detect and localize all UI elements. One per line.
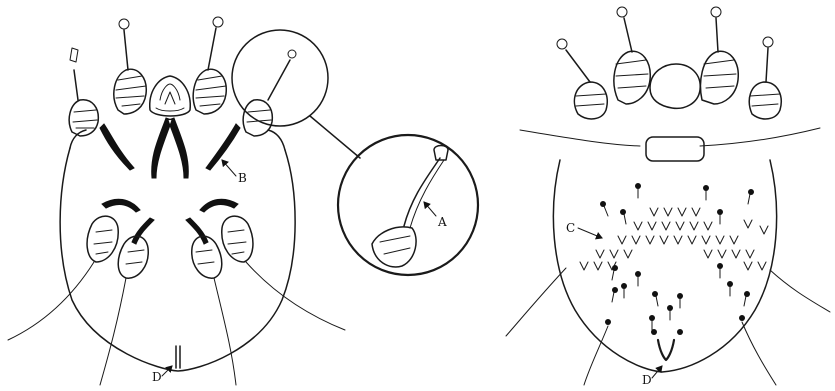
gnathosoma [150, 76, 191, 116]
label-c: C [566, 221, 575, 235]
anal-opening-dorsal [658, 340, 674, 360]
magnifier-inset: A [232, 30, 478, 275]
leg-pair-posterior [87, 216, 253, 278]
dorsal-spine-field [580, 208, 768, 270]
dorsal-seta-right-inner [742, 322, 776, 385]
ventral-view-figure: B D [8, 17, 345, 385]
apodeme-right-rear [200, 199, 238, 212]
label-a: A [437, 215, 447, 229]
dorsal-pin-setae [600, 183, 754, 330]
seta-base-left [605, 319, 611, 325]
posterior-seta-left-outer [8, 262, 94, 340]
apodeme-left-rear [102, 199, 140, 212]
posterior-seta-right-inner [214, 278, 236, 385]
dorsal-seta-left-inner [584, 326, 608, 385]
apodeme-left-front [100, 124, 134, 170]
label-d-left: D [152, 370, 162, 384]
label-b: B [238, 171, 247, 185]
dorsal-view-figure: C D [506, 7, 830, 387]
apodeme-center [152, 118, 189, 178]
magnified-leg-segment [372, 227, 416, 267]
apodeme-mid-right [186, 218, 208, 244]
posterior-seta-left-inner [100, 278, 126, 385]
magnifier-connector-line [310, 116, 360, 158]
dorsal-seta-right-outer [770, 270, 830, 312]
dorsal-plate [646, 137, 704, 161]
dorsal-gnathosoma [650, 64, 700, 108]
anal-opening-ventral [176, 346, 180, 368]
leg-pair-anterior-left [69, 19, 146, 136]
dorsal-body-outline [553, 160, 776, 372]
magnifier-detail-circle [338, 135, 478, 275]
dorsal-legs [557, 7, 781, 119]
label-d-right: D [642, 373, 652, 387]
seta-base-right [739, 315, 745, 321]
apodeme-right-front [206, 124, 240, 170]
dorsal-seta-left-outer [506, 268, 566, 336]
apodeme-mid-left [132, 218, 154, 244]
ventral-body-outline [60, 148, 295, 371]
posterior-seta-right-outer [246, 262, 345, 330]
